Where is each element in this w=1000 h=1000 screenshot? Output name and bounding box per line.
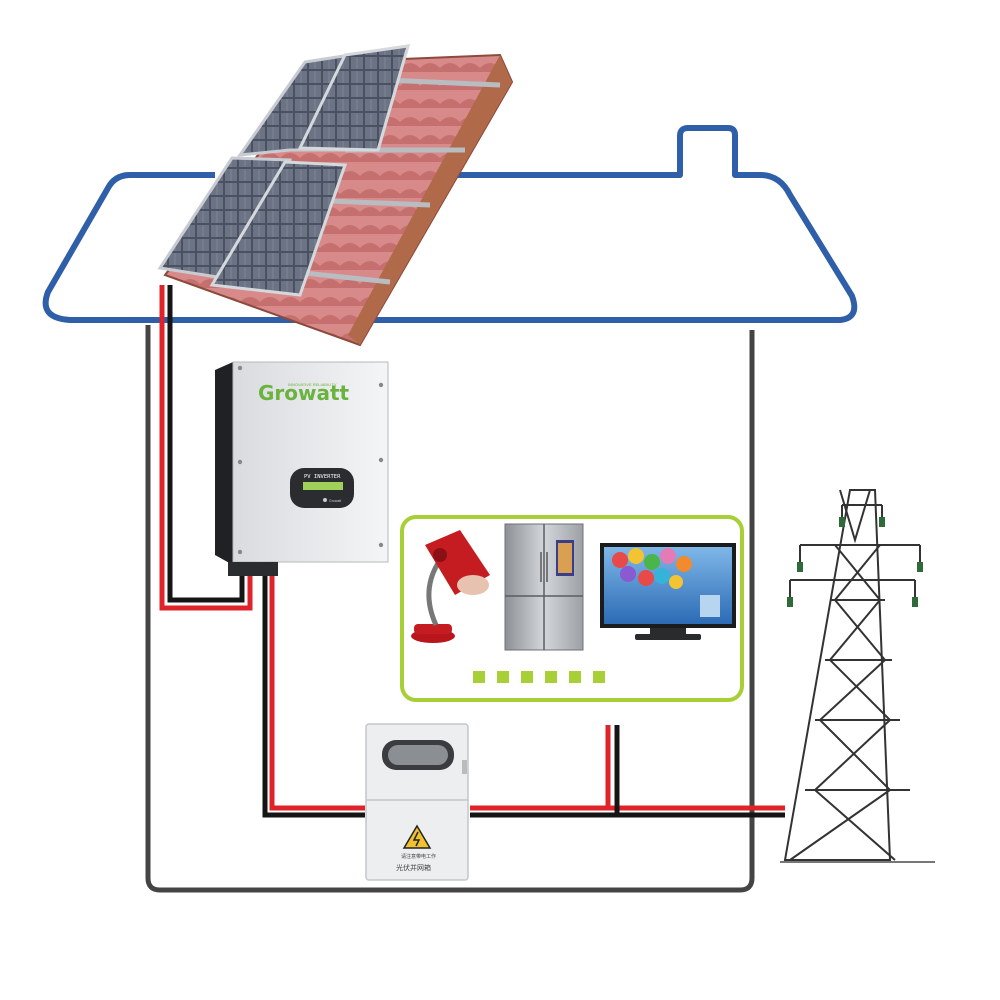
inverter-display-sub: Growatt: [329, 499, 341, 503]
refrigerator-icon: [504, 523, 584, 651]
desk-lamp-icon: [411, 530, 490, 643]
solar-panel-icon: [157, 44, 411, 297]
inverter-display-label: PV INVERTER: [304, 474, 341, 480]
house-wall: [145, 325, 755, 893]
inverter-icon: [215, 361, 389, 576]
distribution-box-label: 光伏并网箱: [396, 863, 431, 872]
tower-insulators: [787, 517, 923, 607]
dc-cable: [159, 285, 253, 611]
ac-cable: [262, 575, 785, 818]
distribution-box-warning: 请注意带电工作: [401, 853, 436, 860]
television-icon: [600, 543, 736, 640]
transmission-tower-icon: [780, 489, 935, 863]
house-roof: [42, 125, 858, 323]
distribution-box-icon: [365, 723, 469, 881]
inverter-tagline: INNOVATIVE RELIABILITY: [288, 382, 337, 387]
more-loads-indicator: [473, 671, 605, 683]
inverter-brand: Growatt: [258, 381, 350, 405]
